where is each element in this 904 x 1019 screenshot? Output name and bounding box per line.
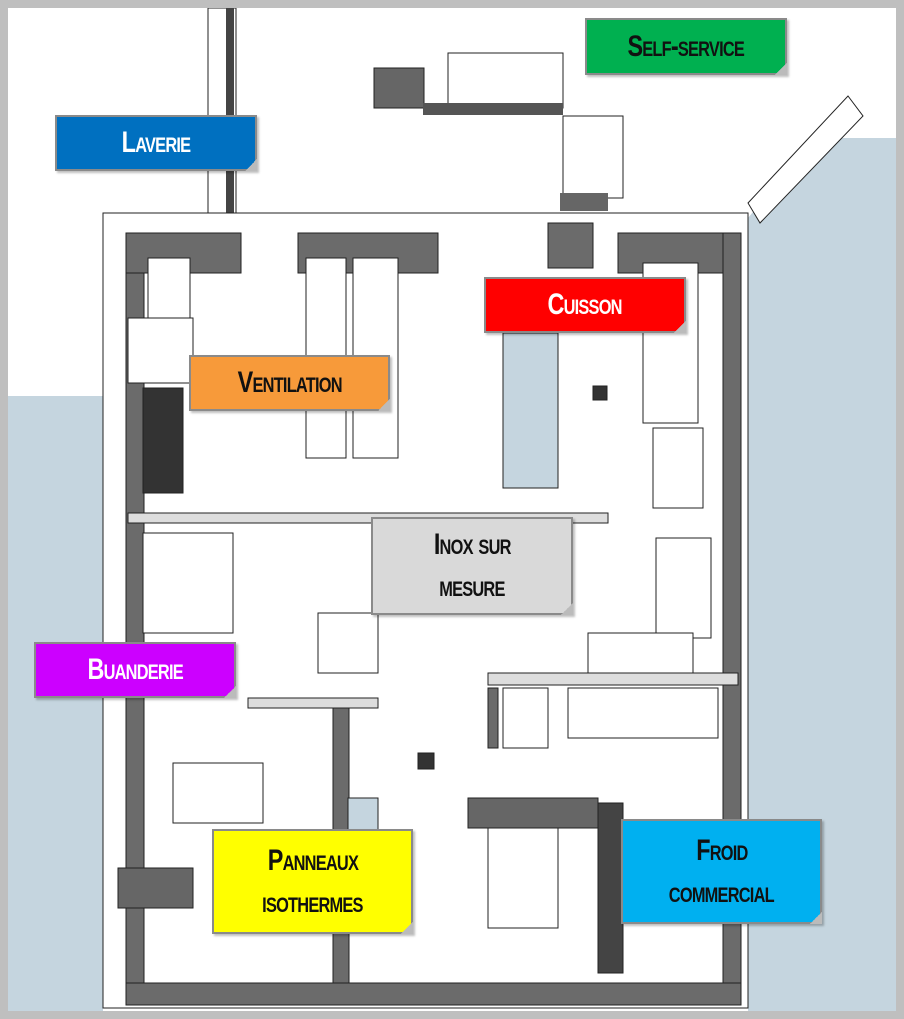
label-text-line2: mesure <box>439 570 505 603</box>
floor-plan-canvas: Self-service Laverie Cuisson Ventilation… <box>8 8 896 1011</box>
label-text-line1: Inox sur <box>433 528 512 561</box>
label-cuisson: Cuisson <box>484 277 686 333</box>
label-froid-commercial: Froid commercial <box>621 819 822 924</box>
label-panneaux-isothermes: Panneaux isothermes <box>212 829 413 934</box>
exterior-ground-left <box>8 396 103 1011</box>
self-service-counter <box>373 52 624 211</box>
label-text: Buanderie <box>87 653 183 686</box>
label-text: Ventilation <box>237 366 342 399</box>
label-text: Laverie <box>121 126 191 159</box>
label-text-line1: Panneaux <box>267 843 358 877</box>
label-self-service: Self-service <box>585 18 787 75</box>
label-text: Self-service <box>627 29 745 63</box>
label-text-line2: isothermes <box>262 885 363 919</box>
label-text-line2: commercial <box>668 875 775 909</box>
label-ventilation: Ventilation <box>189 355 390 411</box>
label-text: Cuisson <box>547 288 623 321</box>
label-text-line1: Froid <box>695 833 748 867</box>
ramp <box>747 95 864 224</box>
label-buanderie: Buanderie <box>34 642 236 698</box>
exterior-ground-right <box>748 138 896 1011</box>
label-laverie: Laverie <box>55 115 257 171</box>
wall-shadow <box>226 8 234 218</box>
label-inox-sur-mesure: Inox sur mesure <box>371 517 573 615</box>
